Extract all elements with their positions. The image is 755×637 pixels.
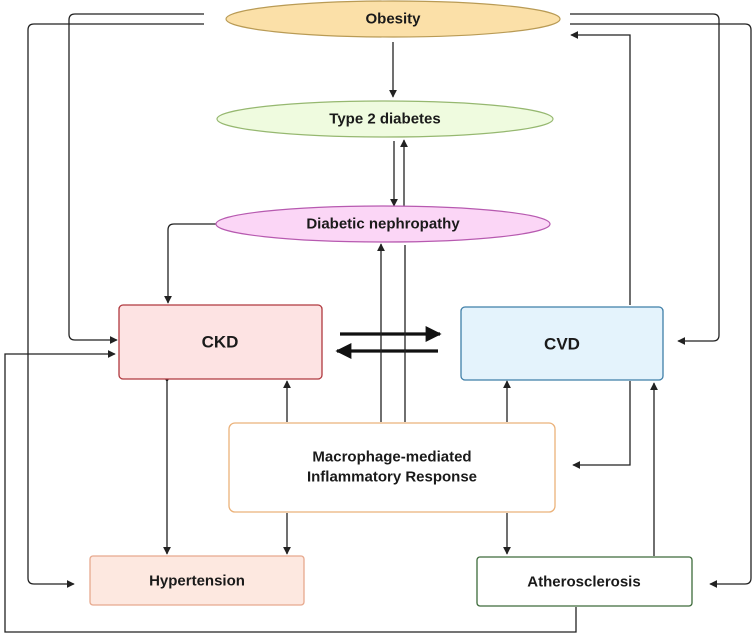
athero-shape [476, 556, 693, 607]
node-macrophage-inflammatory-response: Macrophage-mediated Inflammatory Respons… [228, 422, 556, 513]
node-hypertension: Hypertension [89, 555, 305, 606]
node-type-2-diabetes: Type 2 diabetes [216, 100, 554, 138]
ckd-label: CKD [202, 333, 239, 352]
htn-shape [89, 555, 305, 606]
node-diabetic-nephropathy: Diabetic nephropathy [215, 205, 551, 243]
dn-shape [215, 205, 551, 243]
macro-shape [228, 422, 556, 513]
node-ckd: CKD [118, 304, 323, 380]
dn-label: Diabetic nephropathy [306, 216, 460, 233]
t2d-shape [216, 100, 554, 138]
arrow-atherosclerosis-to-ckd-loop [4, 350, 577, 633]
obesity-shape [225, 0, 561, 38]
arrow-cvd-to-macro [572, 381, 631, 469]
arrow-obesity-to-hypertension [27, 23, 204, 588]
node-cvd: CVD [460, 306, 664, 381]
macro-label-line1: Macrophage-mediated [312, 449, 471, 466]
macro-label-line2: Inflammatory Response [307, 469, 477, 486]
arrow-obesity-to-ckd [68, 13, 204, 344]
athero-label: Atherosclerosis [527, 574, 640, 591]
arrow-dn-to-ckd [164, 223, 216, 304]
cvd-label: CVD [544, 335, 580, 354]
cvd-shape [460, 306, 664, 381]
node-obesity: Obesity [225, 0, 561, 38]
arrow-obesity-to-cvd [570, 13, 720, 345]
node-atherosclerosis: Atherosclerosis [476, 556, 693, 607]
obesity-label: Obesity [365, 11, 421, 28]
arrow-obesity-to-atherosclerosis [570, 23, 752, 588]
arrow-cvd-to-obesity [570, 31, 631, 305]
ckd-shape [118, 304, 323, 380]
htn-label: Hypertension [149, 573, 245, 590]
t2d-label: Type 2 diabetes [329, 111, 440, 128]
